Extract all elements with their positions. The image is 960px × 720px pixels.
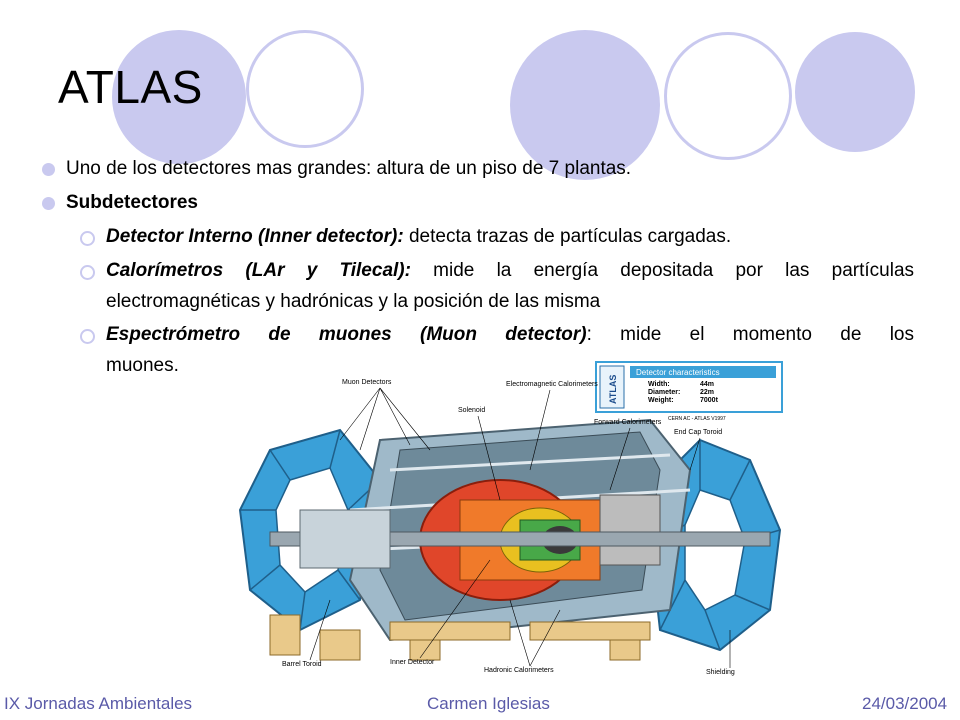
char-key: Diameter: <box>648 389 680 396</box>
slide-title: ATLAS <box>58 61 203 113</box>
label-endcap-toroid: End Cap Toroid <box>674 429 722 436</box>
char-key: Weight: <box>648 397 674 404</box>
char-credit: CERN AC - ATLAS V1997 <box>668 416 726 422</box>
label-hadronic-calorimeters: Hadronic Calorimeters <box>484 667 554 674</box>
characteristics-heading: Detector characteristics <box>636 368 720 377</box>
beam-pipe <box>269 531 771 547</box>
left-shield <box>299 509 391 569</box>
label-forward-calorimeters: Forward Calorimeters <box>594 419 662 426</box>
label-barrel-toroid: Barrel Toroid <box>282 661 322 668</box>
label-shielding: Shielding <box>706 669 735 676</box>
support-structure <box>269 614 651 661</box>
char-val: 7000t <box>700 397 719 404</box>
sub-bullet-circle <box>80 329 95 344</box>
sub-bullet-text: detecta trazas de partículas cargadas. <box>403 226 732 247</box>
decor-circle-2 <box>510 30 660 180</box>
bullet-text: Subdetectores <box>66 192 198 213</box>
label-em-calorimeters: Electromagnetic Calorimeters <box>506 381 598 388</box>
sub-bullet-text: : mide el momento de los <box>586 324 914 345</box>
footer-author: Carmen Iglesias <box>427 694 550 713</box>
bullet-dot <box>42 163 55 176</box>
sub-bullet-calorimeter: Calorímetros (LAr y Tilecal): mide la en… <box>106 257 914 285</box>
callout-labels: Muon Detectors Electromagnetic Calorimet… <box>282 379 735 676</box>
sub-bullet-bold: Espectrómetro de muones (Muon detector) <box>106 324 587 345</box>
sub-bullet-circle <box>80 265 95 280</box>
sub-bullet-circle <box>80 231 95 246</box>
footer-event: IX Jornadas Ambientales <box>4 694 193 713</box>
sub-bullet-bold: Detector Interno (Inner detector): <box>106 226 404 247</box>
decor-ring-1 <box>246 30 364 148</box>
label-inner-detector: Inner Detector <box>390 659 435 666</box>
char-key: Width: <box>648 381 670 388</box>
sub-bullet-text: mide la energía depositada por las partí… <box>410 260 915 281</box>
detector-characteristics-box: ATLAS Detector characteristics Width: 44… <box>595 361 783 422</box>
calorimeter-core <box>419 479 661 601</box>
sub-bullet-line2: electromagnéticas y hadrónicas y la posi… <box>106 291 601 312</box>
decor-circle-1 <box>112 30 246 164</box>
footer-date: 24/03/2004 <box>862 694 948 713</box>
decor-ring-2 <box>664 32 792 160</box>
sub-bullet-line2: muones. <box>106 355 179 376</box>
label-solenoid: Solenoid <box>458 407 485 414</box>
bullet-dot <box>42 197 55 210</box>
char-val: 44m <box>700 381 714 388</box>
bullet-text: Uno de los detectores mas grandes: altur… <box>66 158 632 179</box>
sub-bullet-muon: Espectrómetro de muones (Muon detector):… <box>106 321 914 349</box>
sub-bullet-bold: Calorímetros (LAr y Tilecal): <box>106 260 411 281</box>
decor-circle-3 <box>795 32 915 152</box>
atlas-logo-text: ATLAS <box>608 375 618 404</box>
label-muon-detectors: Muon Detectors <box>342 379 392 386</box>
char-val: 22m <box>700 389 714 396</box>
sub-bullet-inner: Detector Interno (Inner detector): detec… <box>106 223 914 251</box>
atlas-detector-illustration: ATLAS Detector characteristics Width: 44… <box>238 361 783 676</box>
callout-lines <box>309 387 731 668</box>
